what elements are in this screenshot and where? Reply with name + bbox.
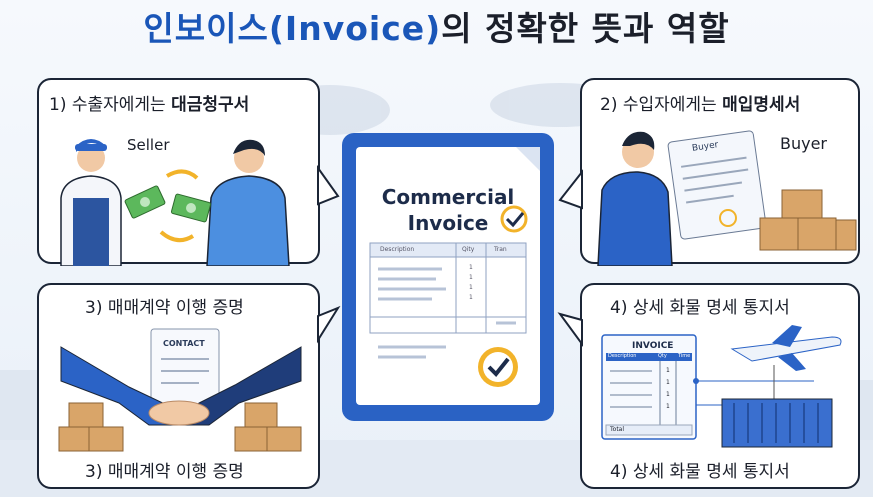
- cargo-row-1: 1: [666, 367, 670, 374]
- handshake-icon: [60, 346, 302, 426]
- check-icon: [500, 205, 528, 233]
- invoice-col-description: Description: [380, 246, 415, 253]
- contract-label-bottom: 3) 매매계약 이행 증명: [85, 462, 244, 482]
- invoice-qty-2: 1: [469, 274, 473, 281]
- buyer-figure: [206, 139, 290, 266]
- invoice-title-line2: Invoice: [407, 211, 489, 235]
- invoice-table: [369, 147, 540, 387]
- cash-exchange-illustration: [60, 139, 290, 266]
- seller-figure: [60, 139, 122, 266]
- importer-panel: 2) 수입자에게는 매입명세서 Buyer Buyer: [580, 78, 860, 266]
- exporter-panel: 1) 수출자에게는 대금청구서 Seller: [37, 78, 320, 266]
- cargo-col-time: Time: [678, 353, 691, 359]
- invoice-title-line1: Commercial: [381, 185, 515, 209]
- check-badge-icon: [478, 347, 518, 387]
- buyer-reviewing-illustration: [597, 130, 857, 266]
- invoice-qty-1: 1: [469, 264, 473, 271]
- commercial-invoice-card: Commercial Invoice: [342, 133, 554, 421]
- page-title: 인보이스(Invoice)의 정확한 뜻과 역할: [0, 2, 873, 50]
- invoice-qty-4: 1: [469, 294, 473, 301]
- cargo-row-4: 1: [666, 403, 670, 410]
- cargo-col-qty: Qty: [658, 353, 667, 359]
- invoice-qty-3: 1: [469, 284, 473, 291]
- importer-label: 2) 수입자에게는 매입명세서: [600, 95, 801, 115]
- cash-icon: [124, 185, 212, 223]
- handshake-illustration: [58, 328, 302, 452]
- contract-panel: 3) 매매계약 이행 증명 3) 매매계약 이행 증명 CONTACT: [37, 283, 320, 489]
- invoice-col-tran: Tran: [494, 246, 507, 253]
- seller-label: Seller: [127, 136, 170, 154]
- cargo-col-description: Description: [608, 353, 637, 359]
- title-main: 인보이스(Invoice): [143, 9, 442, 48]
- airplane-icon: [730, 325, 842, 371]
- buyer-label: Buyer: [780, 134, 828, 153]
- contract-doc-title: CONTACT: [163, 339, 205, 348]
- container-icon: [721, 398, 833, 448]
- invoice-paper: Commercial Invoice: [356, 147, 540, 405]
- cargo-total: Total: [610, 426, 625, 433]
- cargo-label-bottom: 4) 상세 화물 명세 통지서: [610, 462, 790, 482]
- cargo-row-2: 1: [666, 379, 670, 386]
- cargo-doc-title: INVOICE: [632, 341, 674, 351]
- invoice-col-qty: Qity: [462, 246, 475, 253]
- exporter-label: 1) 수출자에게는 대금청구서: [49, 95, 250, 115]
- cargo-row-3: 1: [666, 391, 670, 398]
- cargo-panel: 4) 상세 화물 명세 통지서 4) 상세 화물 명세 통지서: [580, 283, 860, 489]
- contract-label-top: 3) 매매계약 이행 증명: [85, 298, 244, 318]
- cargo-label-top: 4) 상세 화물 명세 통지서: [610, 298, 790, 318]
- title-tail: 의 정확한 뜻과 역할: [441, 9, 730, 48]
- shipping-illustration: [601, 325, 842, 448]
